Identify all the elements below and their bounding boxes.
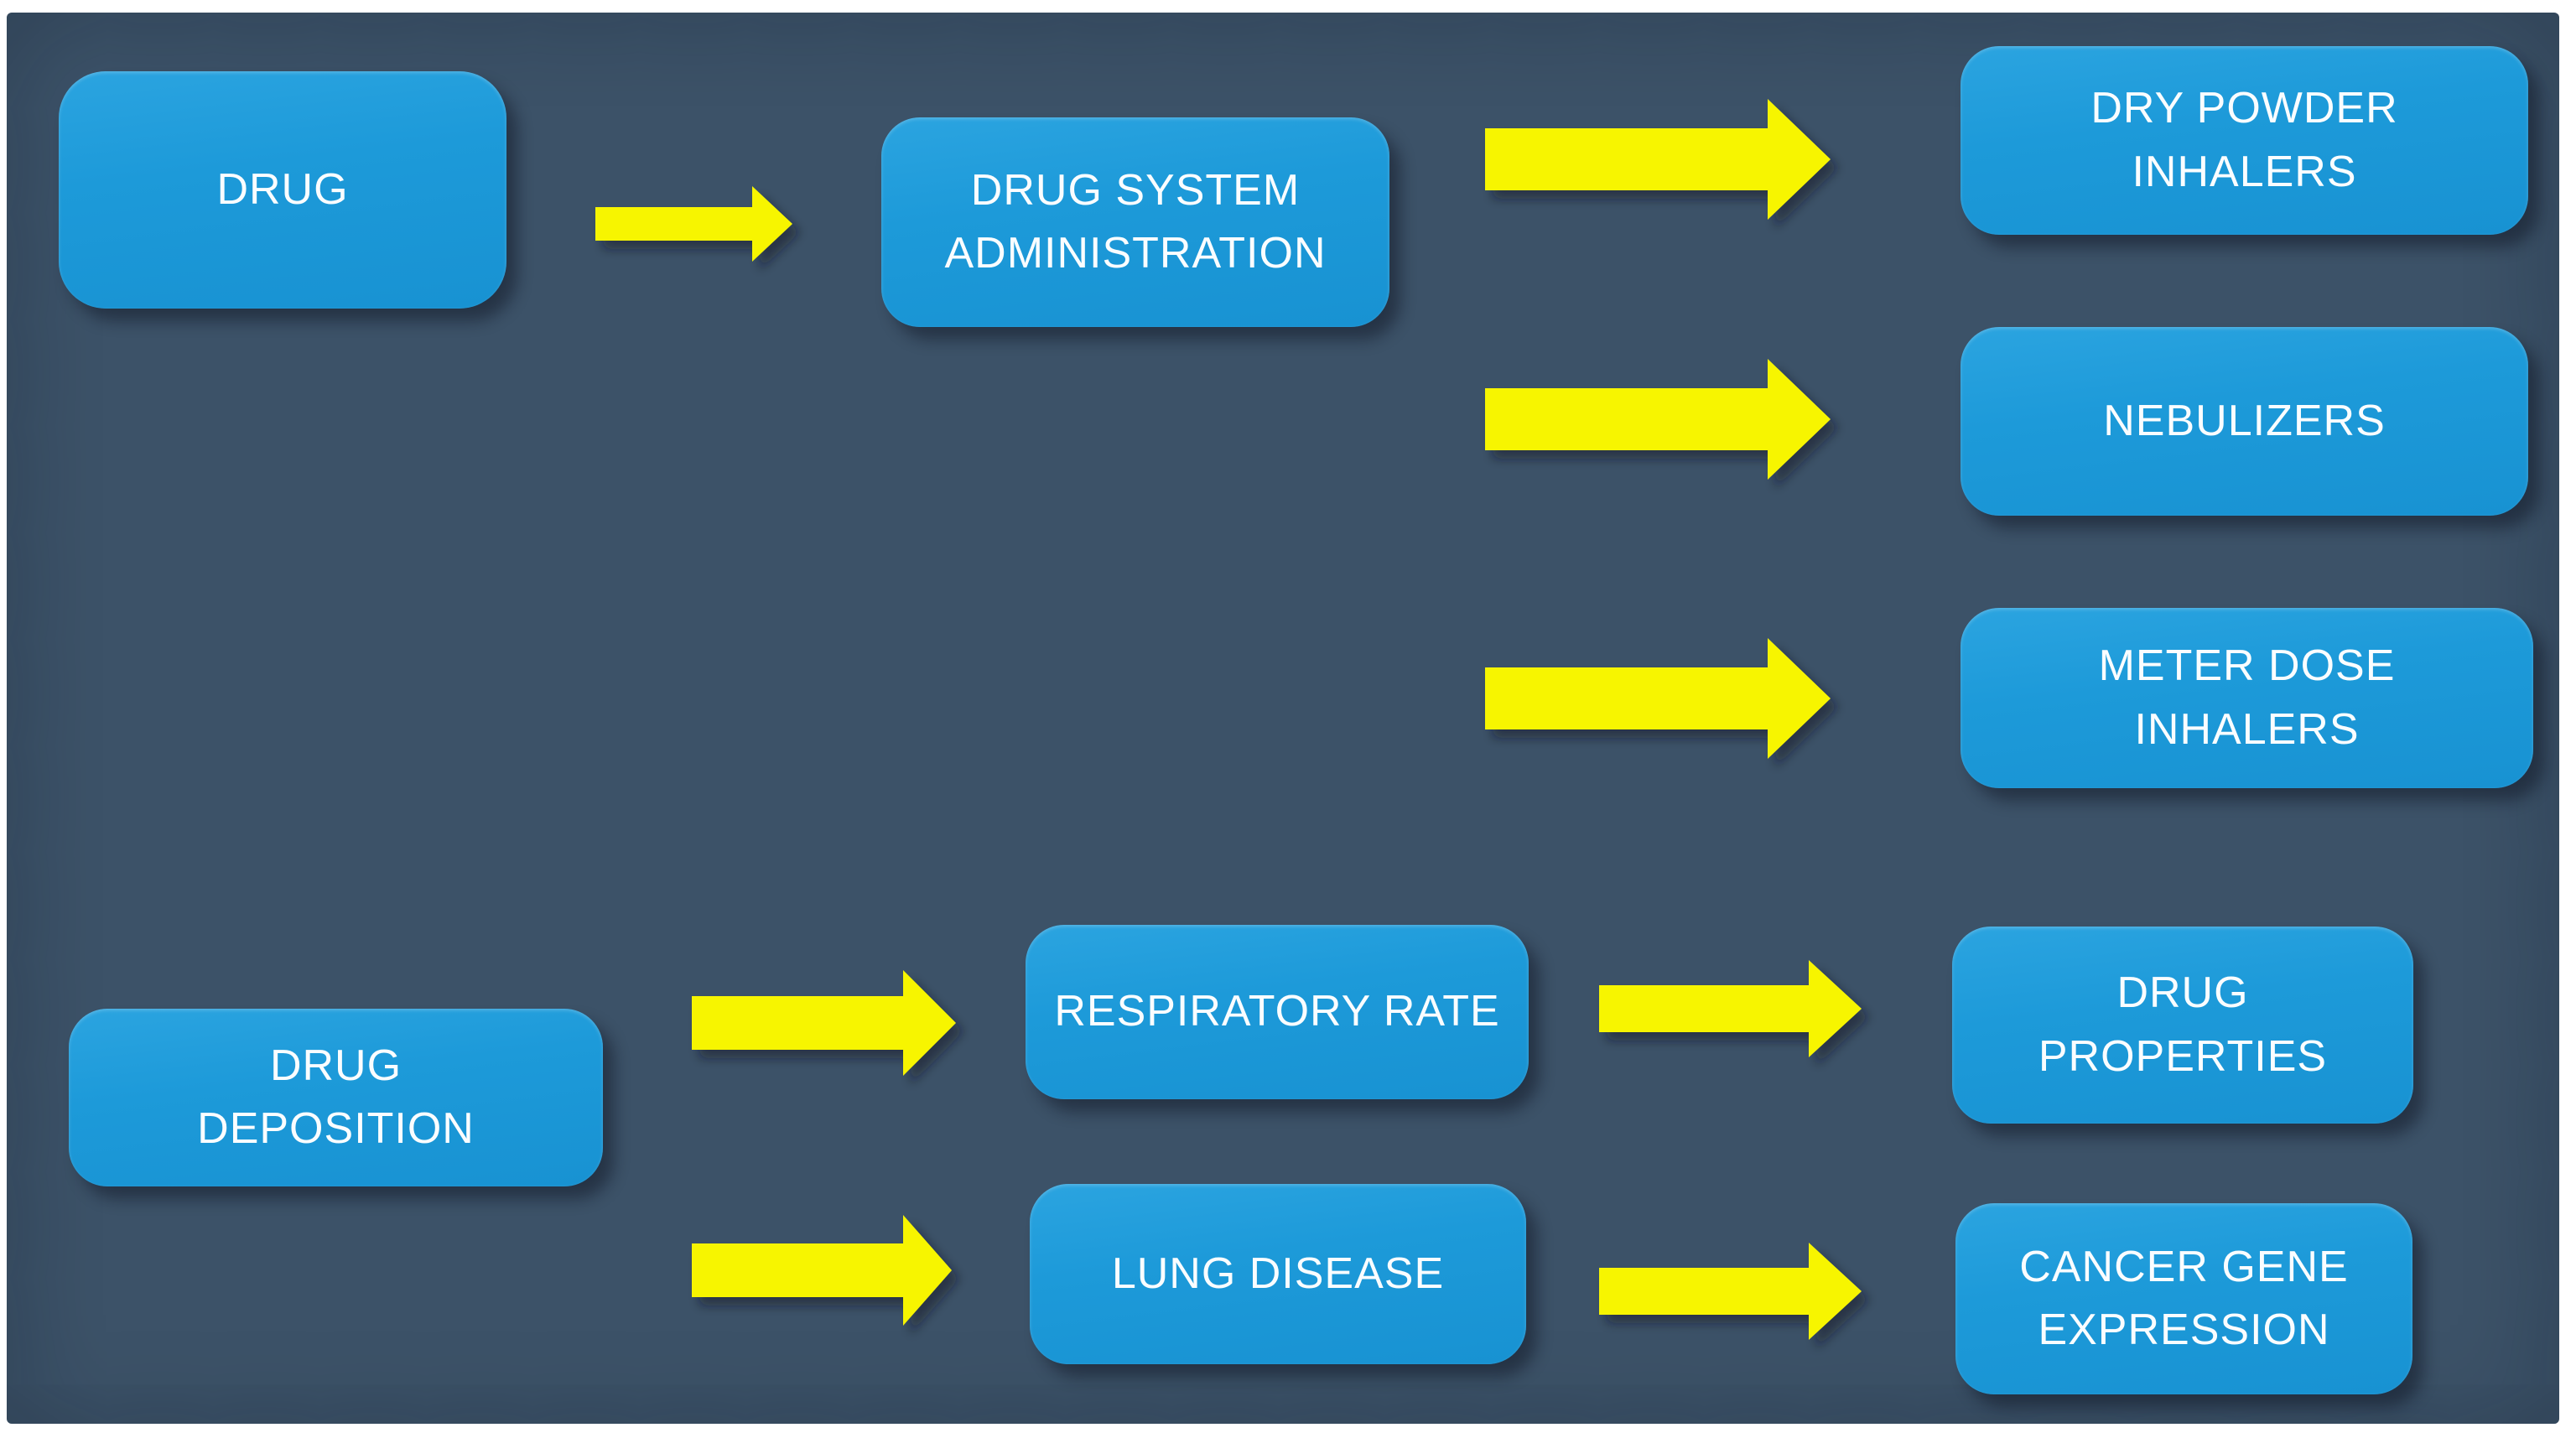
node-cancer-gene-expression: CANCER GENE EXPRESSION (1955, 1203, 2412, 1394)
node-drug-system-administration: DRUG SYSTEM ADMINISTRATION (881, 117, 1389, 327)
node-drug: DRUG (59, 71, 506, 309)
node-drug-deposition: DRUG DEPOSITION (69, 1009, 603, 1186)
node-nebulizers: NEBULIZERS (1961, 327, 2528, 516)
node-meter-dose-inhalers: METER DOSE INHALERS (1961, 608, 2533, 788)
node-drug-properties: DRUG PROPERTIES (1952, 927, 2413, 1124)
node-respiratory-rate: RESPIRATORY RATE (1026, 925, 1529, 1099)
node-dry-powder-inhalers: DRY POWDER INHALERS (1961, 46, 2528, 235)
node-lung-disease: LUNG DISEASE (1030, 1184, 1526, 1364)
